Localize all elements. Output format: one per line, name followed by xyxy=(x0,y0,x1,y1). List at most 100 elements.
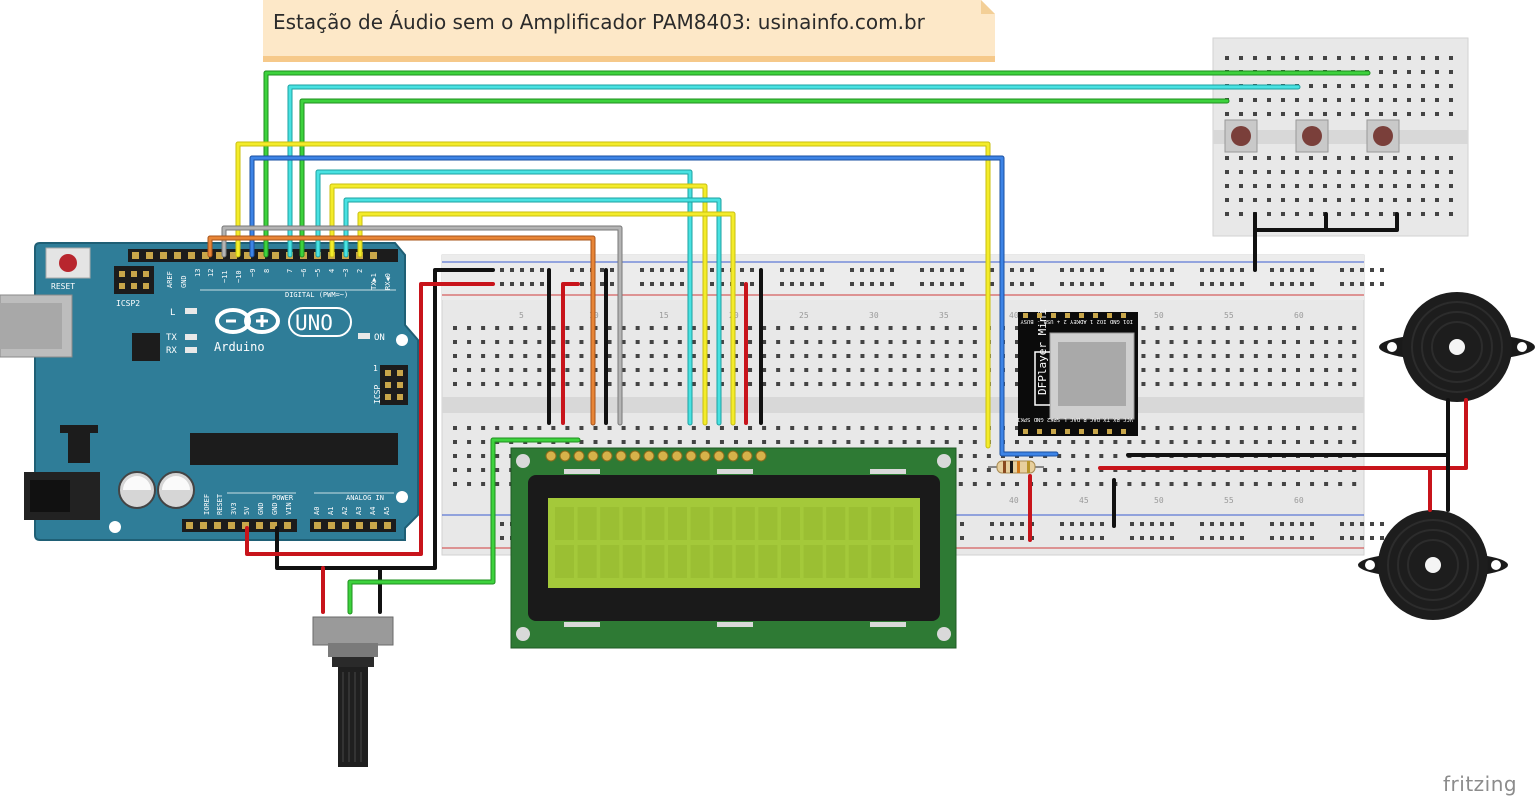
hole xyxy=(565,354,570,358)
hole xyxy=(734,326,738,330)
hole xyxy=(1324,426,1329,430)
hole xyxy=(916,440,921,444)
hole xyxy=(790,368,795,372)
capacitor xyxy=(118,471,156,509)
hole xyxy=(705,368,710,372)
hole xyxy=(800,268,804,272)
hole xyxy=(1253,440,1258,444)
column-number: 55 xyxy=(1224,496,1234,505)
hole xyxy=(1352,340,1357,344)
pin-label-2: 2 xyxy=(356,269,364,273)
hole xyxy=(972,326,977,330)
push-button[interactable] xyxy=(1366,119,1400,153)
hole xyxy=(790,340,795,344)
hole xyxy=(1281,368,1286,372)
hole xyxy=(820,268,824,272)
hole xyxy=(860,354,865,358)
hole xyxy=(593,426,598,430)
hole xyxy=(467,368,472,372)
hole xyxy=(509,326,514,330)
hole xyxy=(680,268,684,272)
hole xyxy=(710,268,714,272)
hole xyxy=(1093,313,1098,318)
hole xyxy=(1365,156,1369,160)
push-button[interactable] xyxy=(1224,119,1258,153)
hole xyxy=(1150,536,1154,540)
hole xyxy=(1421,56,1425,60)
icsp2-label: ICSP2 xyxy=(116,299,140,308)
hole xyxy=(1140,522,1144,526)
reset-button-cap[interactable] xyxy=(59,254,77,272)
hole xyxy=(818,340,823,344)
pin-label-tx: TX▶1 xyxy=(370,273,378,290)
hole xyxy=(1407,212,1411,216)
hole xyxy=(958,482,963,486)
hole xyxy=(1170,282,1174,286)
hole xyxy=(593,440,598,444)
hole xyxy=(1155,326,1160,330)
push-button[interactable] xyxy=(1295,119,1329,153)
hole xyxy=(1169,354,1174,358)
hole xyxy=(1080,268,1084,272)
dfplayer-bottom-pins: VCC RX TX DAC R DAC L SPK2 GND SPK1 xyxy=(1017,416,1133,422)
hole xyxy=(467,340,472,344)
hole xyxy=(1210,268,1214,272)
lcd-cell xyxy=(871,507,891,540)
hole xyxy=(1393,184,1397,188)
hole xyxy=(1010,268,1014,272)
hole xyxy=(1281,440,1286,444)
hole xyxy=(762,368,767,372)
hole xyxy=(663,340,668,344)
column-number: 15 xyxy=(659,311,669,320)
fritzing-logo: fritzing xyxy=(1443,772,1518,796)
hole xyxy=(930,340,935,344)
hole xyxy=(244,252,251,259)
hole xyxy=(1295,184,1299,188)
hole xyxy=(820,282,824,286)
hole xyxy=(790,326,795,330)
hole xyxy=(940,268,944,272)
hole xyxy=(1267,198,1271,202)
hole xyxy=(832,440,837,444)
hole xyxy=(1070,268,1074,272)
hole xyxy=(1350,268,1354,272)
hole xyxy=(1057,468,1062,472)
hole xyxy=(467,426,472,430)
hole xyxy=(1337,56,1341,60)
hole xyxy=(818,326,823,330)
hole xyxy=(734,382,738,386)
hole xyxy=(944,326,949,330)
hole xyxy=(1210,536,1214,540)
hole xyxy=(453,454,457,458)
hole xyxy=(1170,268,1174,272)
hole xyxy=(1239,326,1244,330)
lcd-cell xyxy=(758,545,778,578)
hole xyxy=(677,354,682,358)
lcd-pin xyxy=(615,450,627,462)
breadboard-column-numbers: 5 10 15 20 25 30 35 40 50 55 60 40 45 50… xyxy=(519,311,1304,505)
hole xyxy=(1435,98,1439,102)
hole xyxy=(1253,426,1258,430)
hole xyxy=(1435,212,1439,216)
hole xyxy=(1197,440,1202,444)
hole xyxy=(762,440,767,444)
hole xyxy=(1169,482,1174,486)
potentiometer[interactable] xyxy=(312,616,394,767)
hole xyxy=(800,282,804,286)
pin-label-vin: VIN xyxy=(285,502,293,515)
hole xyxy=(453,368,457,372)
hole xyxy=(1043,482,1048,486)
hole xyxy=(691,440,696,444)
hole xyxy=(1352,382,1357,386)
hole xyxy=(1338,340,1343,344)
hole xyxy=(972,426,977,430)
hole xyxy=(1230,268,1234,272)
hole xyxy=(495,340,500,344)
hole xyxy=(537,326,542,330)
hole xyxy=(1015,482,1019,486)
hole xyxy=(1225,212,1229,216)
lcd-cell xyxy=(577,545,597,578)
hole xyxy=(804,426,809,430)
hole xyxy=(1155,440,1160,444)
hole xyxy=(1300,522,1304,526)
